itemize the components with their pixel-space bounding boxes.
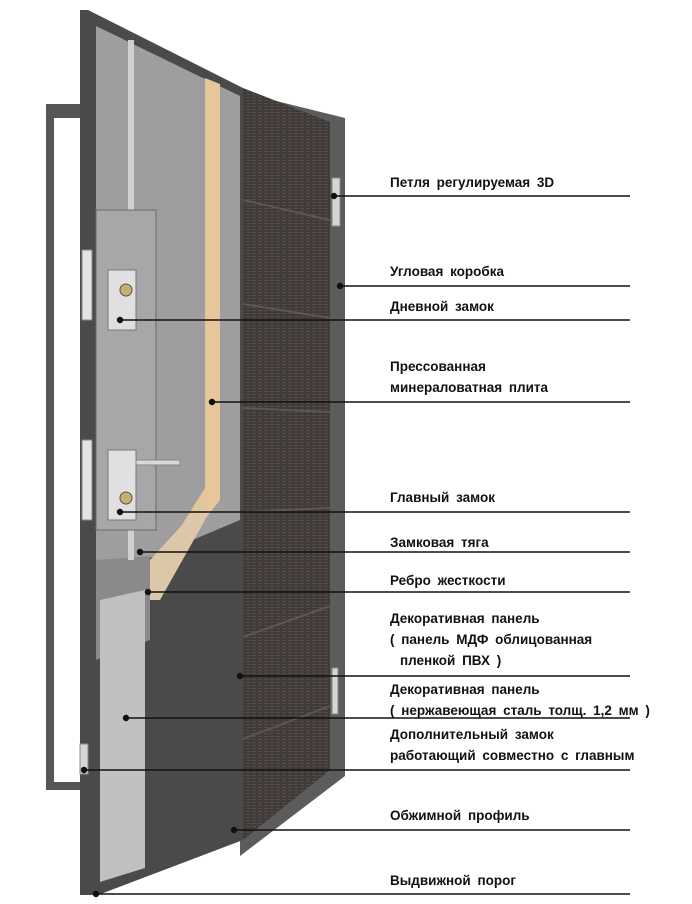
callout-mdf-panel: Декоративная панель ( панель МДФ облицов…	[390, 608, 592, 671]
strike-plate-lower	[81, 439, 93, 521]
callout-hinge-line-1: Петля регулируемая 3D	[390, 175, 555, 190]
callout-steel-panel-line-2: ( нержавеющая сталь толщ. 1,2 мм )	[390, 703, 650, 718]
callout-mineral-board-line-1: Прессованная	[390, 359, 486, 374]
callout-steel-panel-line-1: Декоративная панель	[390, 682, 540, 697]
handle-rosette	[331, 667, 339, 715]
callout-corner-box: Угловая коробка	[390, 261, 504, 282]
callout-mineral-board: Прессованная минераловатная плита	[390, 356, 548, 398]
callout-lock-rod-line-1: Замковая тяга	[390, 535, 489, 550]
callout-sliding-threshold-line-1: Выдвижной порог	[390, 873, 516, 888]
callout-stiffening-rib: Ребро жесткости	[390, 570, 506, 591]
callout-sliding-threshold: Выдвижной порог	[390, 870, 516, 891]
callout-main-lock-line-1: Главный замок	[390, 490, 495, 505]
callout-extra-lock-line-2: работающий совместно с главным	[390, 748, 635, 763]
leader-lines	[80, 192, 630, 898]
callout-extra-lock-line-1: Дополнительный замок	[390, 727, 554, 742]
callout-extra-lock: Дополнительный замок работающий совместн…	[390, 724, 634, 766]
mineral-wool-board	[100, 78, 220, 600]
callout-lock-rod: Замковая тяга	[390, 532, 489, 553]
callout-mdf-panel-line-2: ( панель МДФ облицованная	[390, 632, 593, 647]
callout-main-lock: Главный замок	[390, 487, 495, 508]
callout-crimp-profile-line-1: Обжимной профиль	[390, 808, 530, 823]
door-frame-inner	[54, 118, 82, 782]
callout-stiffening-rib-line-1: Ребро жесткости	[390, 573, 506, 588]
extra-lock-latch	[79, 743, 89, 775]
main-lock-cylinder	[119, 491, 133, 505]
callout-crimp-profile: Обжимной профиль	[390, 805, 530, 826]
callout-steel-panel: Декоративная панель ( нержавеющая сталь …	[390, 679, 650, 721]
callout-mdf-panel-line-1: Декоративная панель	[390, 611, 540, 626]
callout-corner-box-line-1: Угловая коробка	[390, 264, 504, 279]
callout-mdf-panel-line-3: пленкой ПВХ )	[400, 653, 502, 668]
hinge-plate	[331, 177, 341, 227]
day-lock-cylinder	[119, 283, 133, 297]
mineral-wool-lower	[150, 500, 205, 600]
callout-mineral-board-line-2: минераловатная плита	[390, 380, 549, 395]
stainless-steel-panel	[100, 590, 145, 882]
callout-hinge: Петля регулируемая 3D	[390, 172, 554, 193]
callout-day-lock: Дневной замок	[390, 296, 494, 317]
main-lock-body	[107, 449, 137, 521]
callout-day-lock-line-1: Дневной замок	[390, 299, 494, 314]
lock-handle	[135, 459, 181, 466]
strike-plate-upper	[81, 249, 93, 321]
